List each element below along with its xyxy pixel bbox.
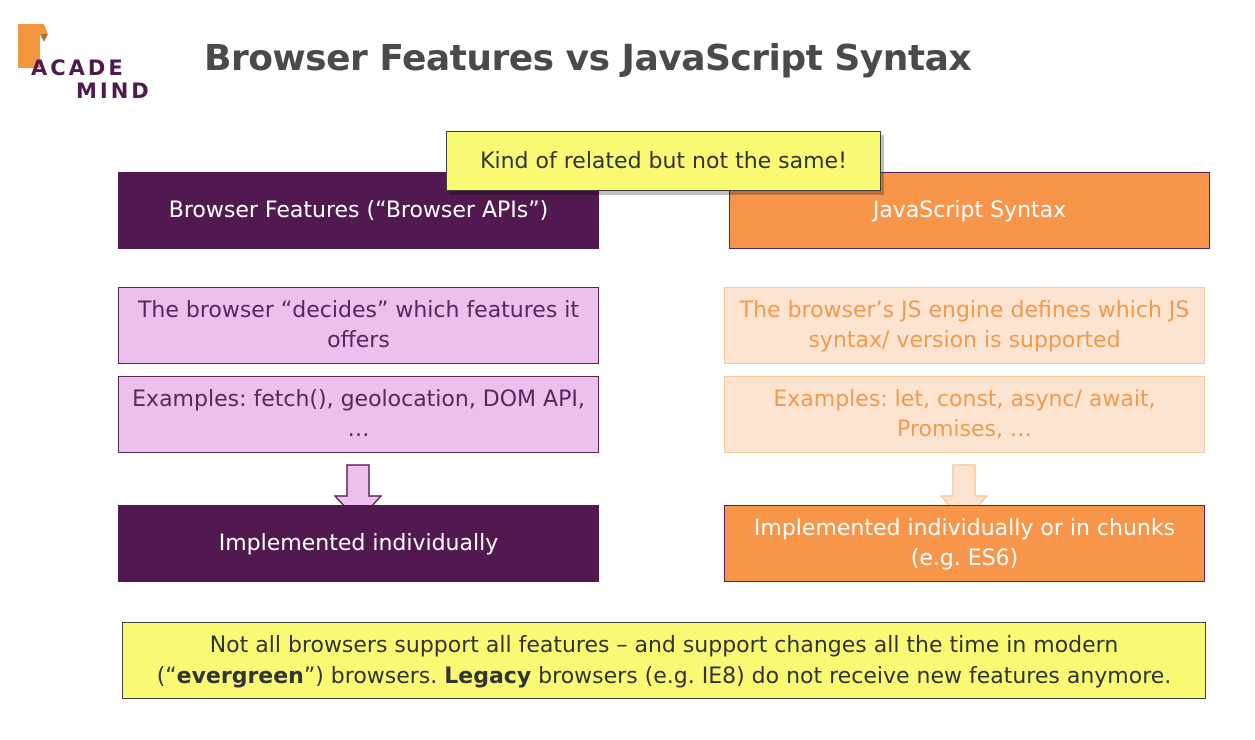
footer-legacy: Legacy [444, 663, 532, 689]
academind-logo-icon [18, 24, 48, 68]
footer-evergreen: evergreen [176, 663, 304, 689]
implemented-individually-box: Implemented individually [118, 505, 599, 582]
logo-text-line2: MIND [76, 79, 152, 103]
footer-text-1: Not all browsers support all features – … [156, 632, 1119, 689]
js-engine-box: The browser’s JS engine defines which JS… [724, 287, 1205, 364]
footer-note: Not all browsers support all features – … [122, 622, 1206, 699]
related-callout: Kind of related but not the same! [446, 131, 881, 191]
implemented-chunks-box: Implemented individually or in chunks (e… [724, 505, 1205, 582]
js-examples-box: Examples: let, const, async/ await, Prom… [724, 376, 1205, 453]
footer-text-3: browsers (e.g. IE8) do not receive new f… [531, 663, 1172, 689]
logo-text-line1: ACADE [31, 56, 126, 80]
page-title: Browser Features vs JavaScript Syntax [204, 38, 972, 79]
browser-examples-box: Examples: fetch(), geolocation, DOM API,… [118, 376, 599, 453]
browser-decides-box: The browser “decides” which features it … [118, 287, 599, 364]
footer-text-2: ”) browsers. [303, 663, 445, 689]
